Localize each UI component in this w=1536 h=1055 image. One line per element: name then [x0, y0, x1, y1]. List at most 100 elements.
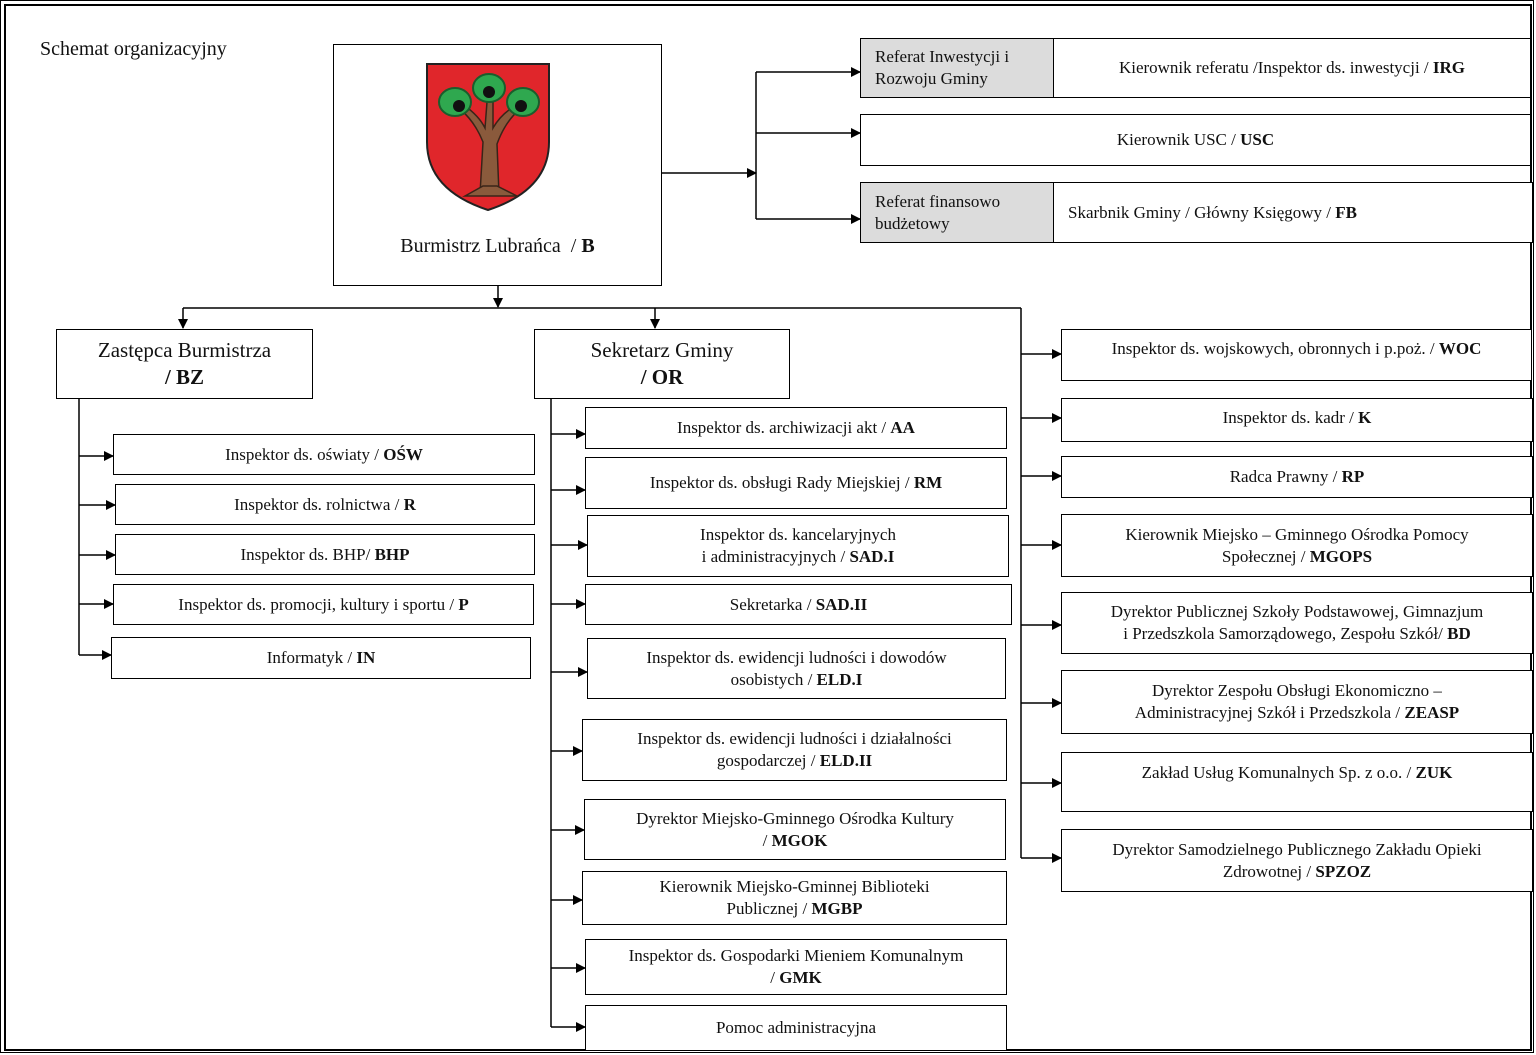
right-item-code: ZUK [1415, 763, 1453, 782]
fb-code: FB [1335, 202, 1358, 222]
sec-item-text: Dyrektor Miejsko-Gminnego Ośrodka Kultur… [636, 808, 954, 828]
usc-box: Kierownik USC / USC [860, 114, 1531, 166]
right-item-text: Dyrektor Zespołu Obsługi Ekonomiczno – [1152, 681, 1442, 700]
right-item-mgops: Kierownik Miejsko – Gminnego Ośrodka Pom… [1061, 514, 1533, 577]
right-item-zuk: Zakład Usług Komunalnych Sp. z o.o. / ZU… [1061, 752, 1533, 812]
deputy-name: Zastępca Burmistrza [97, 338, 272, 362]
sec-item-code: GMK [779, 968, 822, 987]
deputy-item-code: IN [356, 648, 376, 667]
right-item-text2: Administracyjnej Szkół i Przedszkola / [1134, 703, 1401, 722]
deputy-item-p: Inspektor ds. promocji, kultury i sportu… [113, 584, 534, 625]
sec-item-aa: Inspektor ds. archiwizacji akt / AA [585, 407, 1007, 449]
right-item-text: Dyrektor Samodzielnego Publicznego Zakła… [1112, 839, 1482, 859]
right-item-bd: Dyrektor Publicznej Szkoły Podstawowej, … [1061, 592, 1533, 654]
sec-item-text: Inspektor ds. Gospodarki Mieniem Komunal… [628, 946, 964, 965]
sec-item-text: Inspektor ds. ewidencji ludności i dział… [637, 729, 952, 748]
sec-item-text2: / [762, 830, 768, 850]
sec-item-eld1: Inspektor ds. ewidencji ludności i dowod… [587, 638, 1006, 699]
sec-item-text: Inspektor ds. ewidencji ludności i dowod… [646, 647, 947, 667]
sec-item-code: SAD.I [849, 547, 895, 566]
sec-item-text: Kierownik Miejsko-Gminnej Biblioteki [659, 877, 930, 896]
right-item-spzoz: Dyrektor Samodzielnego Publicznego Zakła… [1061, 829, 1533, 892]
sec-item-rm: Inspektor ds. obsługi Rady Miejskiej / R… [585, 457, 1007, 509]
deputy-item-name: Inspektor ds. rolnictwa / [234, 494, 400, 514]
sec-item-eld2: Inspektor ds. ewidencji ludności i dział… [582, 719, 1007, 781]
deputy-item-name: Inspektor ds. BHP/ [240, 544, 371, 564]
right-item-text: Inspektor ds. kadr / [1222, 408, 1354, 427]
right-item-code: SPZOZ [1315, 861, 1372, 881]
irg-box: Referat Inwestycji i Rozwoju Gminy Kiero… [860, 38, 1531, 98]
sec-item-mgok: Dyrektor Miejsko-Gminnego Ośrodka Kultur… [584, 799, 1006, 860]
deputy-item-bhp: Inspektor ds. BHP/ BHP [115, 534, 535, 575]
right-item-code: BD [1447, 624, 1471, 643]
right-item-text: Inspektor ds. wojskowych, obronnych i p.… [1111, 339, 1435, 358]
irg-name: Kierownik referatu /Inspektor ds. inwest… [1118, 58, 1429, 77]
sec-item-code: ELD.II [819, 751, 873, 770]
right-item-rp: Radca Prawny / RP [1061, 456, 1533, 498]
secretary-box: Sekretarz Gminy / OR [534, 329, 790, 399]
irg-role: Kierownik referatu /Inspektor ds. inwest… [1054, 39, 1530, 97]
sec-item-gmk: Inspektor ds. Gospodarki Mieniem Komunal… [585, 939, 1007, 995]
sec-item-code: AA [890, 418, 915, 437]
deputy-item-code: BHP [374, 544, 410, 564]
deputy-item-r: Inspektor ds. rolnictwa / R [115, 484, 535, 525]
sec-item-text: Pomoc administracyjna [715, 1018, 877, 1037]
secretary-code: / OR [640, 365, 684, 389]
deputy-item-in: Informatyk / IN [111, 637, 531, 679]
sec-item-text2: gospodarczej / [716, 751, 816, 770]
sec-item-pomoc: Pomoc administracyjna [585, 1005, 1007, 1051]
usc-name: Kierownik USC / [1116, 130, 1236, 149]
sec-item-text: Sekretarka / [729, 594, 812, 614]
right-item-text2: Społecznej / [1221, 546, 1306, 566]
sec-item-sad2: Sekretarka / SAD.II [585, 584, 1012, 625]
deputy-item-name: Inspektor ds. oświaty / [225, 444, 379, 464]
mayor-name: Burmistrz Lubrańca [400, 235, 561, 257]
sec-item-code: RM [913, 473, 943, 492]
fb-box: Referat finansowo budżetowy Skarbnik Gmi… [860, 182, 1533, 243]
sec-item-code: MGOK [771, 830, 828, 850]
irg-code: IRG [1432, 58, 1466, 77]
fb-name: Skarbnik Gminy / Główny Księgowy / [1068, 202, 1332, 222]
right-item-code: WOC [1438, 339, 1482, 358]
irg-unit: Referat Inwestycji i Rozwoju Gminy [861, 39, 1054, 97]
fb-unit: Referat finansowo budżetowy [861, 183, 1054, 242]
right-item-text: Dyrektor Publicznej Szkoły Podstawowej, … [1110, 602, 1484, 621]
deputy-item-code: OŚW [383, 444, 423, 464]
right-item-code: MGOPS [1309, 546, 1373, 566]
sec-item-text: Inspektor ds. archiwizacji akt / [677, 418, 887, 437]
right-item-text: Zakład Usług Komunalnych Sp. z o.o. / [1141, 763, 1412, 782]
deputy-item-name: Inspektor ds. promocji, kultury i sportu… [178, 594, 455, 614]
right-item-code: K [1358, 408, 1372, 427]
deputy-item-code: P [458, 594, 469, 614]
sec-item-text: Inspektor ds. kancelaryjnych [700, 525, 896, 544]
deputy-box: Zastępca Burmistrza / BZ [56, 329, 313, 399]
sec-item-text2: / [770, 968, 775, 987]
sec-item-code: ELD.I [816, 669, 863, 689]
mayor-label: Burmistrz Lubrańca / B [400, 235, 595, 257]
mayor-code: B [581, 235, 595, 257]
sec-item-text2: osobistych / [730, 669, 813, 689]
right-item-k: Inspektor ds. kadr / K [1061, 398, 1533, 442]
right-item-zeasp: Dyrektor Zespołu Obsługi Ekonomiczno – Ad… [1061, 670, 1533, 734]
right-item-text2: i Przedszkola Samorządowego, Zespołu Szk… [1123, 624, 1443, 643]
right-item-text: Kierownik Miejsko – Gminnego Ośrodka Pom… [1125, 524, 1469, 544]
sec-item-text2: Publicznej / [726, 899, 808, 918]
right-item-code: ZEASP [1404, 703, 1460, 722]
secretary-name: Sekretarz Gminy [590, 338, 734, 362]
fb-role: Skarbnik Gminy / Główny Księgowy / FB [1054, 183, 1532, 242]
right-item-text: Radca Prawny / [1229, 467, 1338, 486]
deputy-item-code: R [403, 494, 416, 514]
sec-item-code: MGBP [811, 899, 863, 918]
deputy-code: / BZ [164, 365, 205, 389]
sec-item-sad1: Inspektor ds. kancelaryjnych i administra… [587, 515, 1009, 577]
right-item-woc: Inspektor ds. wojskowych, obronnych i p.… [1061, 329, 1532, 381]
sec-item-code: SAD.II [815, 594, 868, 614]
sec-item-text2: i administracyjnych / [701, 547, 846, 566]
deputy-item-name: Informatyk / [266, 648, 353, 667]
right-item-code: RP [1341, 467, 1365, 486]
sec-item-text: Inspektor ds. obsługi Rady Miejskiej / [649, 473, 910, 492]
usc-code: USC [1240, 130, 1275, 149]
